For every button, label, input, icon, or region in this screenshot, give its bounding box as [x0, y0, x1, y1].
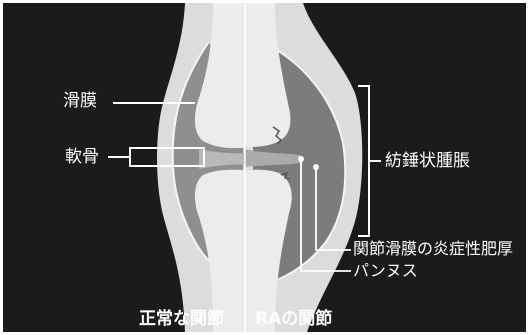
- ra-joint: [243, 3, 362, 332]
- caption-ra-joint: RAの関節: [255, 309, 332, 329]
- label-synovitis-thickening: 関節滑膜の炎症性肥厚: [353, 239, 513, 259]
- label-pannus: パンヌス: [353, 261, 418, 281]
- label-cartilage: 軟骨: [65, 147, 99, 167]
- label-fusiform-swelling: 紡錘状腫脹: [385, 151, 470, 171]
- caption-normal-joint: 正常な関節: [139, 309, 224, 329]
- label-synovium: 滑膜: [63, 91, 97, 111]
- diagram-panel: 滑膜 軟骨 紡錘状腫脹 関節滑膜の炎症性肥厚 パンヌス 正常な関節 RAの関節: [3, 3, 526, 332]
- normal-joint: [157, 3, 253, 332]
